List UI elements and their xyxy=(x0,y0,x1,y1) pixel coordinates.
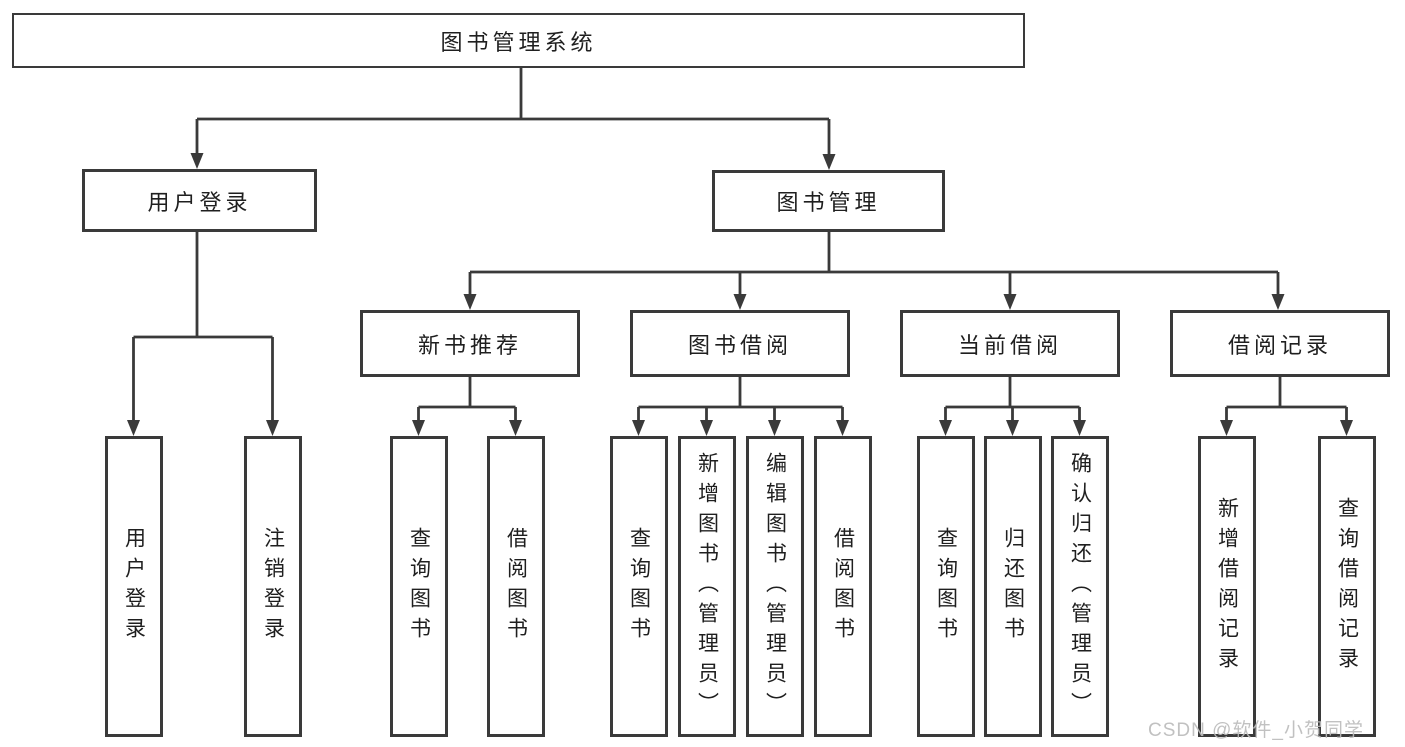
leaf-query-borrow-record: 查询借阅记录 xyxy=(1318,436,1376,737)
leaf-borrow-books-label: 借阅图书 xyxy=(831,526,855,647)
leaf-query-books-current: 查询图书 xyxy=(917,436,975,737)
leaf-borrow-books-recommend: 借阅图书 xyxy=(487,436,545,737)
leaf-logout-label: 注销登录 xyxy=(261,526,285,647)
leaf-query-books-recommend-label: 查询图书 xyxy=(407,526,431,647)
leaf-query-books-borrow: 查询图书 xyxy=(610,436,668,737)
leaf-confirm-return-admin-label: 确认归还（管理员） xyxy=(1068,451,1092,722)
node-book-borrow-label: 图书借阅 xyxy=(687,332,792,358)
leaf-query-books-recommend: 查询图书 xyxy=(390,436,448,737)
leaf-return-book: 归还图书 xyxy=(984,436,1042,737)
leaf-add-book-admin: 新增图书（管理员） xyxy=(678,436,736,737)
leaf-user-login-label: 用户登录 xyxy=(122,526,146,647)
leaf-add-borrow-record: 新增借阅记录 xyxy=(1198,436,1256,737)
leaf-edit-book-admin: 编辑图书（管理员） xyxy=(746,436,804,737)
leaf-add-book-admin-label: 新增图书（管理员） xyxy=(695,451,719,722)
node-borrow-records-label: 借阅记录 xyxy=(1227,332,1332,358)
node-new-book-recommend-label: 新书推荐 xyxy=(417,332,522,358)
leaf-add-borrow-record-label: 新增借阅记录 xyxy=(1215,496,1239,677)
leaf-borrow-books: 借阅图书 xyxy=(814,436,872,737)
node-user-login: 用户登录 xyxy=(82,169,317,232)
leaf-query-books-borrow-label: 查询图书 xyxy=(627,526,651,647)
leaf-user-login: 用户登录 xyxy=(105,436,163,737)
leaf-query-books-current-label: 查询图书 xyxy=(934,526,958,647)
node-book-borrow: 图书借阅 xyxy=(630,310,850,377)
node-borrow-records: 借阅记录 xyxy=(1170,310,1390,377)
leaf-confirm-return-admin: 确认归还（管理员） xyxy=(1051,436,1109,737)
arrowheads xyxy=(127,153,1353,436)
leaf-return-book-label: 归还图书 xyxy=(1001,526,1025,647)
leaf-edit-book-admin-label: 编辑图书（管理员） xyxy=(763,451,787,722)
node-book-management: 图书管理 xyxy=(712,170,945,232)
leaf-borrow-books-recommend-label: 借阅图书 xyxy=(504,526,528,647)
csdn-watermark: CSDN @软件_小贺同学 xyxy=(1148,720,1364,741)
leaf-query-borrow-record-label: 查询借阅记录 xyxy=(1335,496,1359,677)
node-library-system: 图书管理系统 xyxy=(12,13,1025,68)
node-current-borrow-label: 当前借阅 xyxy=(957,332,1062,358)
node-new-book-recommend: 新书推荐 xyxy=(360,310,580,377)
node-user-login-label: 用户登录 xyxy=(147,189,252,215)
node-library-system-label: 图书管理系统 xyxy=(440,29,597,55)
node-book-management-label: 图书管理 xyxy=(776,190,881,215)
node-current-borrow: 当前借阅 xyxy=(900,310,1120,377)
leaf-logout: 注销登录 xyxy=(244,436,302,737)
